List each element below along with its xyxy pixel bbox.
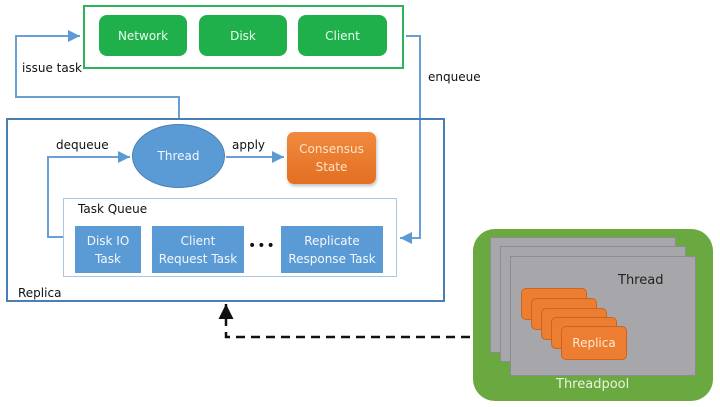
dequeue-connector [47,151,130,238]
task-client-request-line1: Client [180,233,216,248]
task-replicate-response[interactable]: Replicate Response Task [281,226,383,273]
dequeue-label: dequeue [56,138,109,152]
threadpool-thread-label: Thread [618,273,664,288]
consensus-state-line1: Consensus [299,142,364,156]
client-label: Client [325,28,360,43]
task-client-request-line2: Request Task [158,251,238,266]
task-client-request[interactable]: Client Request Task [152,226,244,273]
disk-button[interactable]: Disk [199,15,287,56]
task-queue-title: Task Queue [78,202,148,216]
client-button[interactable]: Client [298,15,387,56]
replica-card-front[interactable]: Replica [561,326,627,360]
issue-task-label: issue task [22,61,82,75]
disk-label: Disk [230,28,256,43]
task-disk-io[interactable]: Disk IO Task [75,226,141,273]
replica-mapping-connector [218,304,560,339]
threadpool-label: Threadpool [556,377,630,392]
replica-box [6,118,445,302]
issue-task-connector [15,30,180,120]
consensus-state-node[interactable]: Consensus State [287,132,376,184]
task-disk-io-line1: Disk IO [86,233,130,248]
task-disk-io-line2: Task [95,251,121,266]
thread-node[interactable]: Thread [132,124,225,188]
task-replicate-response-line1: Replicate [304,233,360,248]
thread-label: Thread [157,149,200,163]
network-label: Network [117,28,169,43]
replica-label: Replica [18,286,62,300]
task-ellipsis: ••• [248,238,276,254]
threadpool-replica-label: Replica [572,336,616,350]
enqueue-connector [400,35,421,244]
network-button[interactable]: Network [99,15,187,56]
io-group [83,5,404,69]
consensus-state-line2: State [315,160,348,174]
enqueue-label: enqueue [428,70,481,84]
task-queue [63,198,397,277]
task-replicate-response-line2: Response Task [288,251,376,266]
apply-label: apply [232,138,266,152]
